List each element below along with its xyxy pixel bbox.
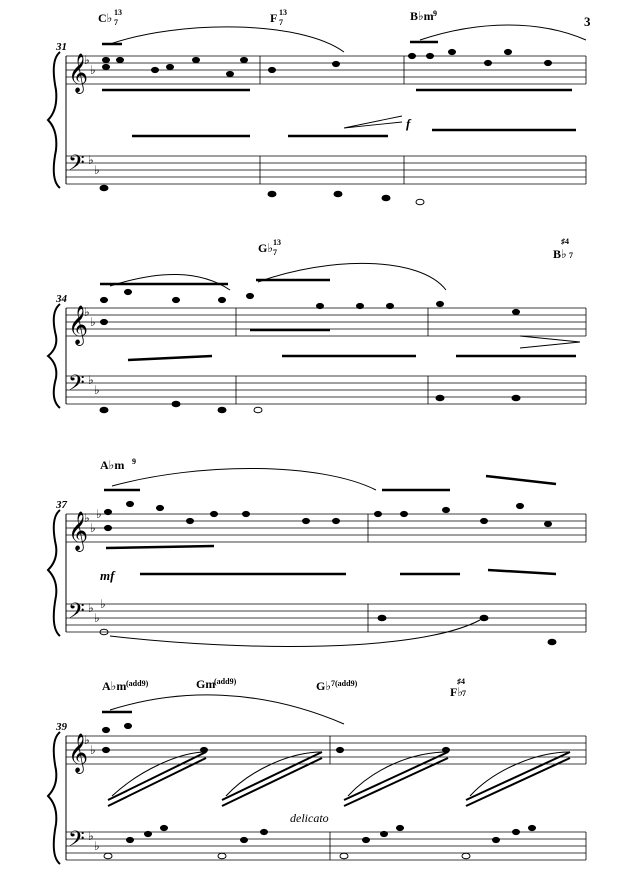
chord-extension-lower: 7	[279, 18, 283, 27]
arpeggio-beams	[107, 751, 571, 807]
treble-notes	[104, 474, 557, 550]
svg-text:♭: ♭	[88, 153, 94, 167]
chord-extension-upper: 13	[273, 238, 281, 247]
treble-notes	[102, 40, 572, 92]
chord-symbol: B♭	[553, 247, 567, 261]
chord-extension-upper: 13	[114, 8, 122, 17]
system-4: A♭m (add9) Gm (add9) G♭ 7(add9) F♭ ♯4 7 …	[46, 677, 587, 865]
chord-extension-upper: ♯4	[457, 677, 465, 686]
treble-clef-icon: 𝄞	[68, 53, 88, 94]
chord-symbol: G♭	[258, 241, 273, 255]
svg-text:♭: ♭	[94, 611, 100, 625]
chord-extension-lower: 7	[569, 251, 573, 260]
svg-text:♭: ♭	[90, 315, 96, 329]
chord-symbol: A♭m	[100, 458, 124, 472]
chord-extension-upper: 13	[279, 8, 287, 17]
svg-text:♭: ♭	[84, 511, 90, 525]
bass-notes	[99, 568, 557, 646]
chord-symbol: C♭	[98, 11, 112, 25]
system-1: C♭ 13 7 F 13 7 B♭m 9 31 𝄞 𝄢 ♭♭ ♭♭	[46, 8, 587, 206]
measure-number: 31	[55, 41, 67, 53]
page-number: 3	[584, 14, 591, 29]
treble-clef-icon: 𝄞	[68, 511, 88, 552]
svg-text:♭: ♭	[94, 163, 100, 177]
chord-extension-upper: 9	[433, 9, 437, 18]
key-signature: ♭♭ ♭ ♭♭ ♭	[84, 507, 106, 625]
bass-notes	[99, 128, 576, 206]
bass-clef-icon: 𝄢	[68, 151, 85, 181]
chord-extension-upper: ♯4	[561, 237, 569, 246]
svg-text:♭: ♭	[84, 733, 90, 747]
svg-text:♭: ♭	[84, 305, 90, 319]
chord-symbol: F♭	[450, 685, 463, 699]
key-signature: ♭♭ ♭♭	[84, 733, 100, 853]
chord-symbol: B♭m	[410, 9, 434, 23]
chord-extension-upper: 7(add9)	[331, 679, 358, 688]
svg-text:♭: ♭	[84, 53, 90, 67]
grand-staff-brace	[46, 51, 61, 189]
chord-extension-lower: 7	[114, 18, 118, 27]
expression-mark: delicato	[290, 811, 329, 825]
key-signature: ♭♭ ♭♭	[84, 305, 100, 397]
chord-symbol: A♭m	[102, 679, 126, 693]
measure-number: 37	[55, 499, 68, 511]
bass-clef-icon: 𝄢	[68, 827, 85, 857]
svg-text:♭: ♭	[90, 63, 96, 77]
grand-staff-brace	[46, 509, 61, 637]
bass-notes	[99, 354, 576, 414]
treble-clef-icon: 𝄞	[68, 733, 88, 774]
chord-symbol: F	[270, 11, 277, 25]
chord-extension-upper: 9	[132, 457, 136, 466]
svg-text:♭: ♭	[90, 521, 96, 535]
treble-clef-icon: 𝄞	[68, 305, 88, 346]
grand-staff-brace	[46, 731, 61, 865]
bass-clef-icon: 𝄢	[68, 371, 85, 401]
treble-notes	[102, 710, 450, 754]
svg-text:♭: ♭	[96, 507, 102, 521]
treble-notes	[100, 278, 520, 332]
svg-text:♭: ♭	[94, 839, 100, 853]
chord-extension-upper: (add9)	[126, 679, 149, 688]
dynamic-mark: mf	[100, 568, 116, 583]
chord-symbol: Gm	[196, 677, 215, 691]
chord-extension-lower: 7	[462, 689, 466, 698]
svg-text:♭: ♭	[100, 597, 106, 611]
key-signature: ♭♭ ♭♭	[84, 53, 100, 177]
measure-number: 39	[55, 721, 68, 733]
system-2: G♭ 13 7 B♭ ♯4 7 34 𝄞 𝄢 ♭♭ ♭♭	[46, 237, 587, 414]
chord-extension-upper: (add9)	[214, 677, 237, 686]
svg-text:♭: ♭	[94, 383, 100, 397]
measure-number: 34	[55, 293, 68, 305]
chord-symbol: G♭	[316, 679, 331, 693]
dynamic-mark: f	[406, 116, 412, 131]
svg-text:♭: ♭	[90, 743, 96, 757]
grand-staff-brace	[46, 303, 61, 409]
bass-clef-icon: 𝄢	[68, 599, 85, 629]
svg-text:♭: ♭	[88, 601, 94, 615]
svg-text:♭: ♭	[88, 829, 94, 843]
chord-extension-lower: 7	[273, 248, 277, 257]
bass-notes	[103, 824, 536, 860]
svg-text:♭: ♭	[88, 373, 94, 387]
system-3: A♭m 9 37 𝄞 𝄢 ♭♭ ♭ ♭♭ ♭	[46, 457, 587, 647]
